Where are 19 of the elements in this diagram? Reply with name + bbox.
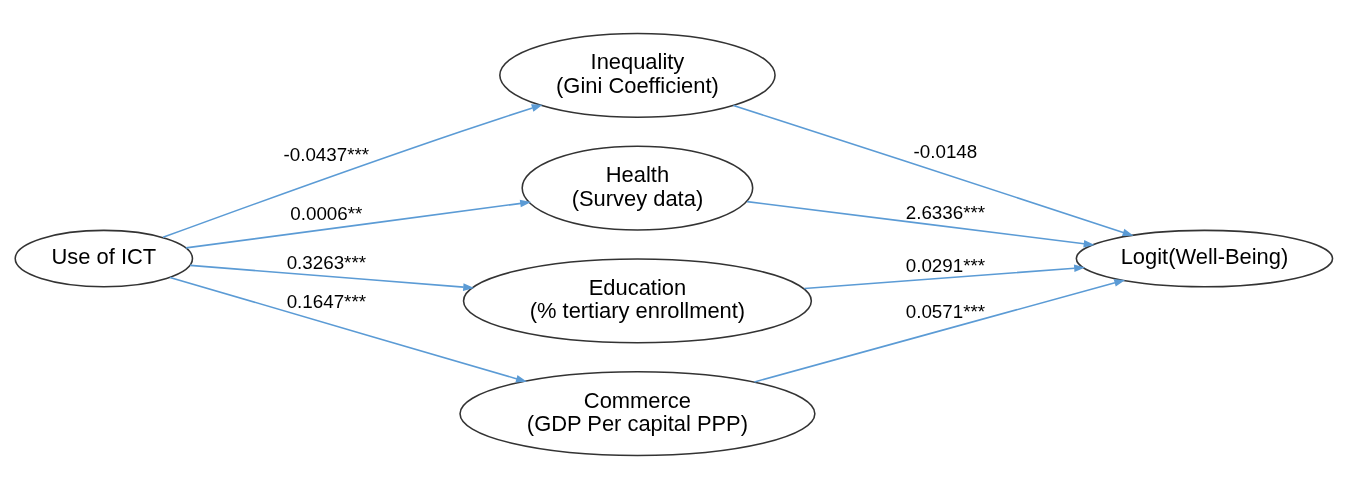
edge-label: 0.1647*** (286, 290, 367, 312)
edge-label: 0.0006** (290, 202, 363, 224)
arrow (803, 263, 1086, 289)
arrow (189, 264, 475, 291)
edge-label: 0.3263*** (286, 251, 367, 273)
edge-label: 0.0291*** (905, 254, 986, 276)
arrow (162, 103, 543, 238)
arrow (169, 276, 527, 382)
edge-label: -0.0148 (913, 140, 978, 162)
edge-label: -0.0437*** (283, 143, 370, 165)
edge-label: 0.0571*** (905, 299, 986, 321)
arrow (185, 199, 532, 249)
arrow (732, 104, 1134, 236)
node-ellipse: Inequality (Gini Coefficient) (499, 32, 776, 118)
node-ellipse: Use of ICT (14, 229, 194, 288)
edge-label: 2.6336*** (905, 201, 986, 223)
node-ellipse: Commerce (GDP Per capital PPP) (459, 370, 816, 456)
arrow (753, 278, 1126, 383)
arrow (746, 200, 1095, 247)
